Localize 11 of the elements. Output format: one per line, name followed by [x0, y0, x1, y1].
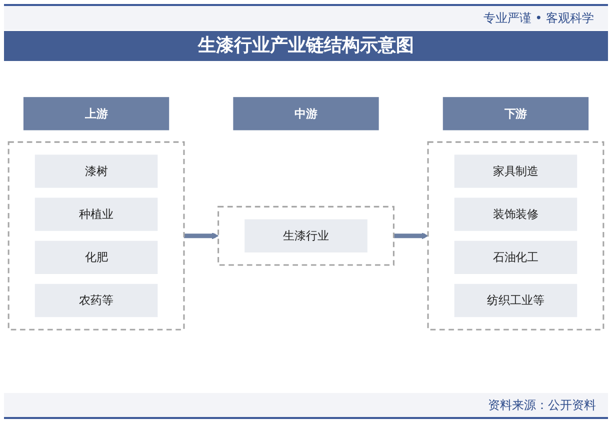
- node-box: 上游: [23, 97, 170, 130]
- source-note: 资料来源：公开资料: [488, 397, 596, 414]
- arrow: [394, 232, 428, 240]
- slogan-text: 专业严谨 • 客观科学: [483, 10, 594, 27]
- arrow: [184, 232, 219, 240]
- node-box: 中游: [233, 97, 379, 130]
- diagram-title: 生漆行业产业链结构示意图: [4, 31, 608, 61]
- node-box: 下游: [442, 97, 589, 130]
- cluster: [218, 206, 394, 266]
- cluster: [8, 141, 185, 330]
- cluster: [427, 141, 604, 330]
